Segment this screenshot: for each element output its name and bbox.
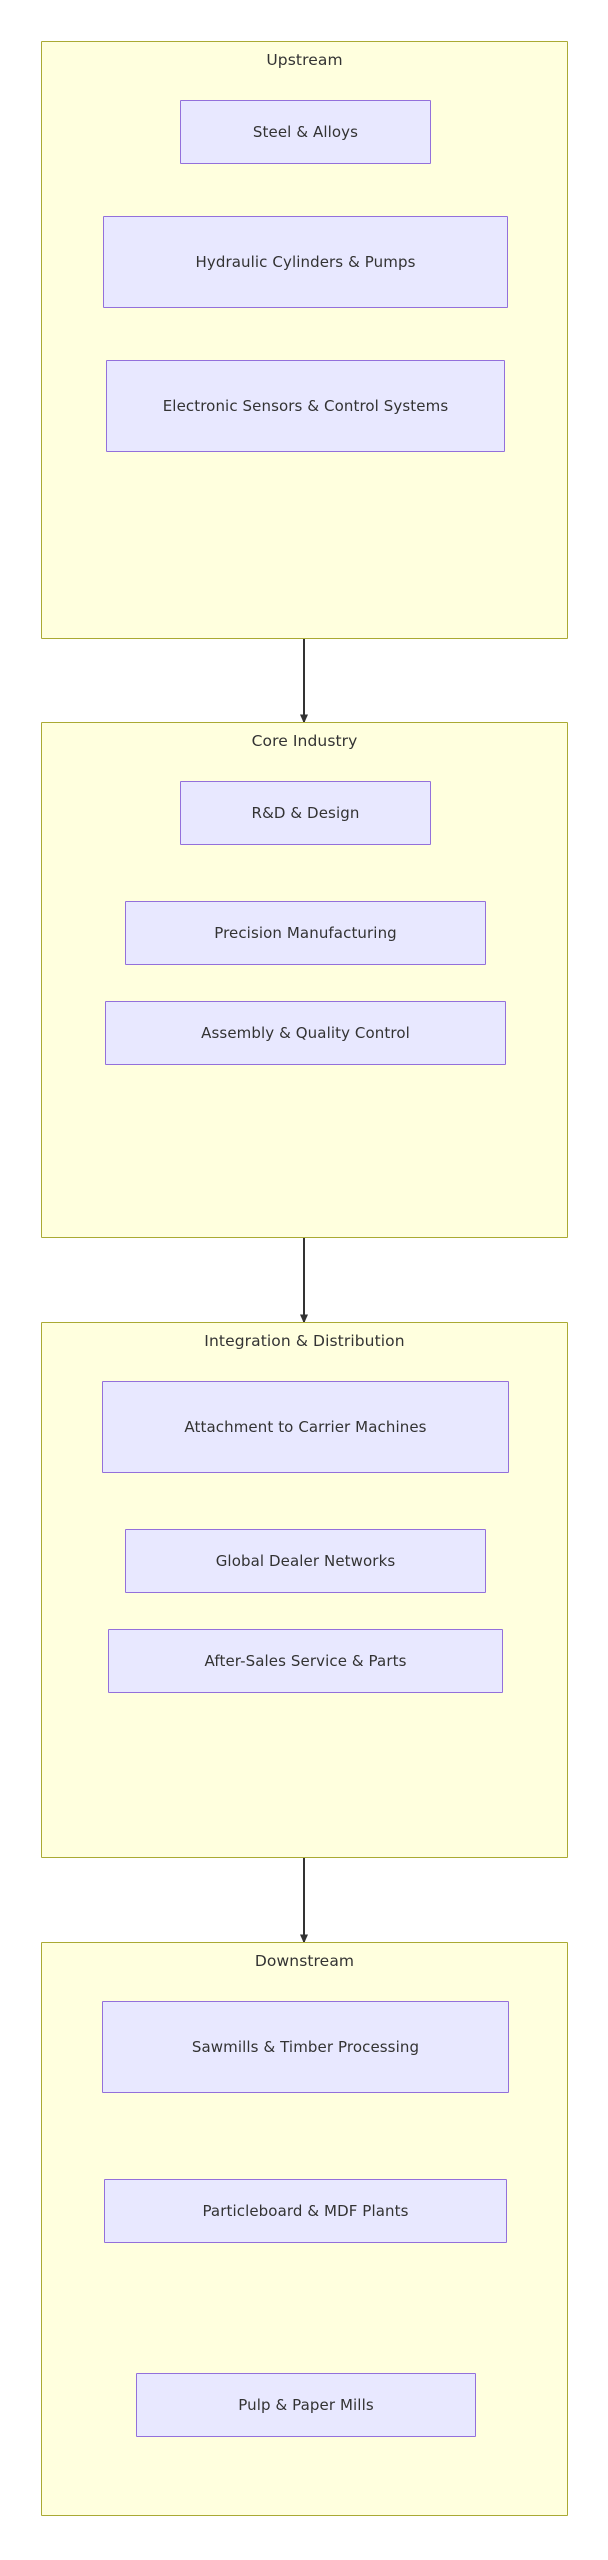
node-global-dealer-networks[interactable]: Global Dealer Networks [125,1529,486,1593]
cluster-upstream[interactable]: Upstream Steel & Alloys Hydraulic Cylind… [41,41,568,639]
node-label-hydraulic-cylinders-pumps: Hydraulic Cylinders & Pumps [195,253,416,271]
cluster-title-downstream: Downstream [254,1952,355,1970]
node-particleboard-mdf-plants[interactable]: Particleboard & MDF Plants [104,2179,507,2243]
node-electronic-sensors-control-systems[interactable]: Electronic Sensors & Control Systems [106,360,505,452]
cluster-integration-distribution[interactable]: Integration & Distribution Attachment to… [41,1322,568,1858]
node-label-sawmills-timber-processing: Sawmills & Timber Processing [191,2038,420,2056]
node-rd-design[interactable]: R&D & Design [180,781,431,845]
cluster-title-integration-distribution: Integration & Distribution [204,1332,405,1350]
node-label-assembly-quality-control: Assembly & Quality Control [201,1024,410,1042]
cluster-downstream[interactable]: Downstream Sawmills & Timber Processing … [41,1942,568,2516]
cluster-title-core-industry: Core Industry [251,732,358,750]
node-label-rd-design: R&D & Design [251,804,360,822]
node-label-particleboard-mdf-plants: Particleboard & MDF Plants [202,2202,409,2220]
node-label-global-dealer-networks: Global Dealer Networks [215,1552,396,1570]
node-label-precision-manufacturing: Precision Manufacturing [214,924,397,942]
node-steel-alloys[interactable]: Steel & Alloys [180,100,431,164]
node-pulp-paper-mills[interactable]: Pulp & Paper Mills [136,2373,476,2437]
cluster-title-upstream: Upstream [266,51,343,69]
cluster-core-industry[interactable]: Core Industry R&D & Design Precision Man… [41,722,568,1238]
node-label-after-sales-service-parts: After-Sales Service & Parts [204,1652,407,1670]
node-hydraulic-cylinders-pumps[interactable]: Hydraulic Cylinders & Pumps [103,216,508,308]
node-precision-manufacturing[interactable]: Precision Manufacturing [125,901,486,965]
node-label-attachment-to-carrier-machines: Attachment to Carrier Machines [184,1418,427,1436]
node-label-pulp-paper-mills: Pulp & Paper Mills [238,2396,374,2414]
node-label-electronic-sensors-control-systems: Electronic Sensors & Control Systems [162,397,449,415]
node-after-sales-service-parts[interactable]: After-Sales Service & Parts [108,1629,503,1693]
node-label-steel-alloys: Steel & Alloys [252,123,359,141]
node-assembly-quality-control[interactable]: Assembly & Quality Control [105,1001,506,1065]
node-attachment-to-carrier-machines[interactable]: Attachment to Carrier Machines [102,1381,509,1473]
node-sawmills-timber-processing[interactable]: Sawmills & Timber Processing [102,2001,509,2093]
